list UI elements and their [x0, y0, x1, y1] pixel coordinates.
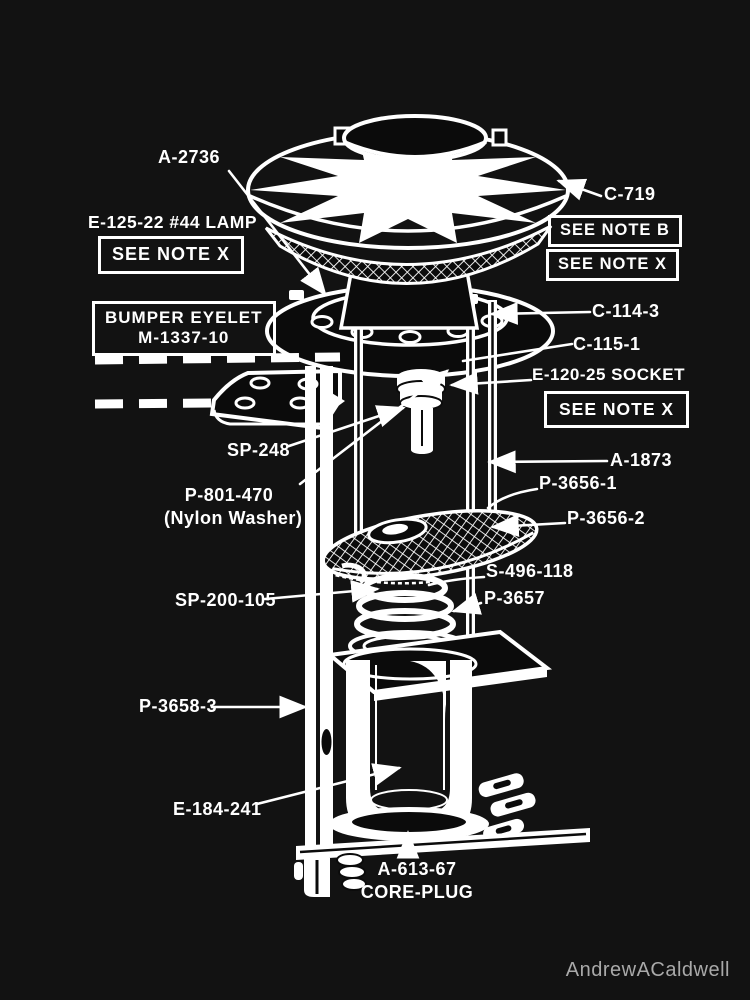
- lamp-socket: [396, 369, 446, 454]
- leader-c-114-3: [489, 302, 592, 325]
- dashed-separation-lines: [94, 352, 341, 409]
- leader-e-184-241: [255, 763, 402, 806]
- bumper-eyelet-part-number: M-1337-10: [138, 328, 230, 348]
- spring: [348, 573, 468, 662]
- a-613-67-description: CORE-PLUG: [360, 881, 474, 902]
- note-box-see-note-x-3: SEE NOTE X: [544, 391, 690, 428]
- label-p-801-470: P-801-470 (Nylon Washer): [164, 484, 303, 529]
- label-p-3656-1: P-3656-1: [539, 473, 618, 493]
- note-box-see-note-x-1: SEE NOTE X: [98, 236, 245, 274]
- label-p-3658-3: P-3658-3: [139, 696, 218, 716]
- leader-a-2736: [227, 169, 327, 297]
- leader-sp-248: [287, 405, 406, 448]
- label-sp-200-105: SP-200-105: [175, 590, 277, 610]
- leader-a-1873: [487, 450, 609, 474]
- label-a-2736: A-2736: [158, 147, 221, 167]
- leader-lines: [210, 169, 609, 859]
- star-pattern: [250, 137, 566, 243]
- label-sp-248: SP-248: [227, 440, 291, 460]
- label-e-120-25-socket: E-120-25 SOCKET: [532, 365, 685, 384]
- coil-canister: [329, 647, 489, 841]
- terminal-lugs: [478, 773, 536, 841]
- cap-ear-right: [491, 128, 508, 147]
- channel-bracket: [305, 366, 333, 856]
- leader-p-801-470: [298, 369, 450, 486]
- note-box-see-note-b: SEE NOTE B: [548, 215, 682, 247]
- label-e-125-22-lamp: E-125-22 #44 LAMP: [88, 212, 257, 232]
- label-a-613-67: A-613-67 CORE-PLUG: [357, 858, 477, 903]
- base-plate: [296, 828, 590, 860]
- bracket-foot: [294, 853, 367, 897]
- contact-disc: [321, 509, 539, 585]
- label-p-3656-2: P-3656-2: [567, 508, 646, 528]
- lens-cover: [246, 114, 570, 250]
- top-cap: [342, 114, 488, 162]
- artist-watermark: AndrewACaldwell: [565, 959, 730, 981]
- note-box-bumper-eyelet: BUMPER EYELET M-1337-10: [92, 301, 276, 356]
- label-c-115-1: C-115-1: [573, 334, 641, 354]
- bumper-eyelet-title: BUMPER EYELET: [105, 308, 263, 327]
- label-s-496-118: S-496-118: [486, 561, 574, 581]
- eyelet-left: [289, 290, 304, 300]
- leader-s-496-118: [427, 575, 486, 587]
- p-801-470-part-number: P-801-470: [184, 485, 274, 505]
- label-a-1873: A-1873: [610, 450, 673, 470]
- guide-rods: [354, 300, 497, 643]
- leader-sp-200-105: [263, 579, 380, 603]
- a-613-67-part-number: A-613-67: [377, 859, 457, 879]
- leader-p-3656-2: [490, 514, 567, 537]
- leader-p-3656-1: [486, 487, 539, 510]
- leader-p-3657: [451, 592, 483, 615]
- label-e-184-241: E-184-241: [173, 799, 262, 819]
- label-p-3657: P-3657: [484, 588, 546, 608]
- note-box-see-note-x-2: SEE NOTE X: [546, 249, 680, 281]
- p-801-470-description: (Nylon Washer): [164, 507, 303, 528]
- label-c-114-3: C-114-3: [592, 301, 660, 321]
- dome-mesh-band: [264, 224, 553, 285]
- leader-c-719: [556, 178, 603, 201]
- label-c-719: C-719: [604, 184, 656, 204]
- retainer-clip: [341, 562, 367, 585]
- leader-e-120-25: [449, 371, 533, 395]
- leader-c-115-1: [461, 342, 574, 363]
